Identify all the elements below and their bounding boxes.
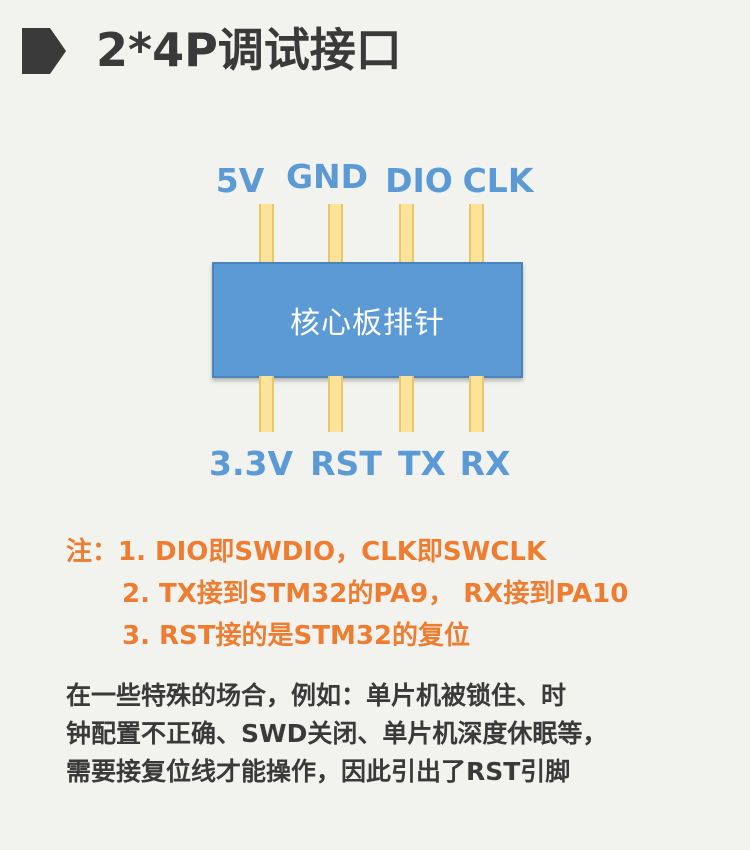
note-line-3: 3. RST接的是STM32的复位 — [122, 621, 471, 651]
note-line-1: 注：1. DIO即SWDIO，CLK即SWCLK — [66, 537, 547, 567]
pin-label-top-3: DIO — [385, 161, 453, 200]
pin-label-bottom-2: RST — [310, 444, 382, 483]
note-line-2: 2. TX接到STM32的PA9， RX接到PA10 — [122, 579, 629, 609]
description-line-3: 需要接复位线才能操作，因此引出了RST引脚 — [66, 757, 571, 786]
pin-label-bottom-3: TX — [398, 444, 446, 483]
pin-top-4 — [469, 204, 484, 264]
play-marker-icon — [22, 28, 66, 74]
pin-bottom-3 — [399, 376, 414, 432]
pin-label-bottom-4: RX — [459, 444, 511, 483]
pin-top-1 — [259, 204, 274, 264]
pin-label-top-2: GND — [285, 157, 369, 196]
core-board-header: 核心板排针 — [212, 262, 523, 378]
pin-bottom-4 — [469, 376, 484, 432]
pin-label-bottom-1: 3.3V — [209, 444, 293, 483]
pin-label-top-1: 5V — [215, 161, 265, 200]
description-line-1: 在一些特殊的场合，例如：单片机被锁住、时 — [66, 681, 567, 710]
board-label: 核心板排针 — [290, 306, 445, 341]
pin-top-3 — [399, 204, 414, 264]
pin-bottom-2 — [328, 376, 343, 432]
pin-bottom-1 — [259, 376, 274, 432]
description-line-2: 钟配置不正确、SWD关闭、单片机深度休眠等， — [66, 719, 608, 748]
pin-top-2 — [328, 204, 343, 264]
description: 在一些特殊的场合，例如：单片机被锁住、时 钟配置不正确、SWD关闭、单片机深度休… — [66, 677, 726, 791]
pin-label-top-4: CLK — [462, 161, 534, 200]
page-title: 2*4P调试接口 — [96, 23, 402, 77]
